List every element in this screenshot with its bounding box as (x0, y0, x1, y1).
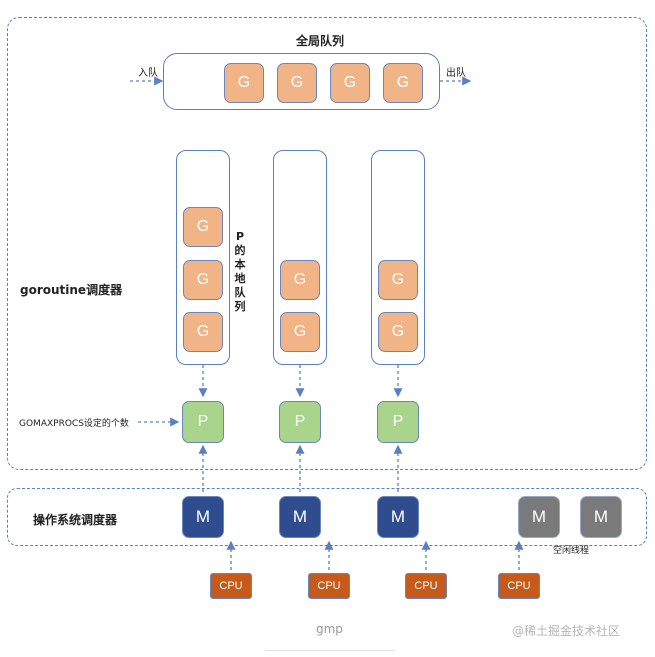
local-queue-goroutine: G (378, 312, 418, 352)
watermark: @稀土掘金技术社区 (512, 624, 621, 638)
local-queue-label: P 的 本 地 队 列 (234, 230, 246, 313)
local-queue-goroutine: G (183, 260, 223, 300)
cpu-block: CPU (498, 573, 540, 599)
gomaxprocs-label: GOMAXPROCS设定的个数 (19, 419, 129, 429)
local-queue-goroutine: G (183, 207, 223, 247)
processor-p: P (279, 401, 321, 443)
global-queue-goroutine: G (224, 63, 264, 103)
cpu-block: CPU (210, 573, 252, 599)
global-queue-goroutine: G (383, 63, 423, 103)
cpu-block: CPU (405, 573, 447, 599)
global-queue-title: 全局队列 (296, 34, 345, 48)
goroutine-scheduler-region (7, 17, 647, 470)
os-scheduler-label: 操作系统调度器 (33, 513, 118, 527)
local-queue-goroutine: G (280, 312, 320, 352)
machine-thread-m: M (377, 496, 419, 538)
idle-machine-thread-m: M (580, 496, 622, 538)
processor-p: P (377, 401, 419, 443)
goroutine-scheduler-label: goroutine调度器 (20, 283, 123, 297)
cpu-block: CPU (308, 573, 350, 599)
processor-p: P (182, 401, 224, 443)
idle-machine-thread-m: M (518, 496, 560, 538)
global-queue-goroutine: G (330, 63, 370, 103)
enqueue-label: 入队 (138, 68, 158, 79)
global-queue-goroutine: G (277, 63, 317, 103)
idle-threads-label: 空闲线程 (553, 546, 590, 556)
caption-underline (265, 650, 395, 651)
machine-thread-m: M (182, 496, 224, 538)
machine-thread-m: M (279, 496, 321, 538)
dequeue-label: 出队 (446, 68, 466, 79)
local-queue-goroutine: G (183, 312, 223, 352)
local-queue-goroutine: G (378, 260, 418, 300)
local-queue-goroutine: G (280, 260, 320, 300)
figure-caption: gmp (316, 622, 343, 636)
